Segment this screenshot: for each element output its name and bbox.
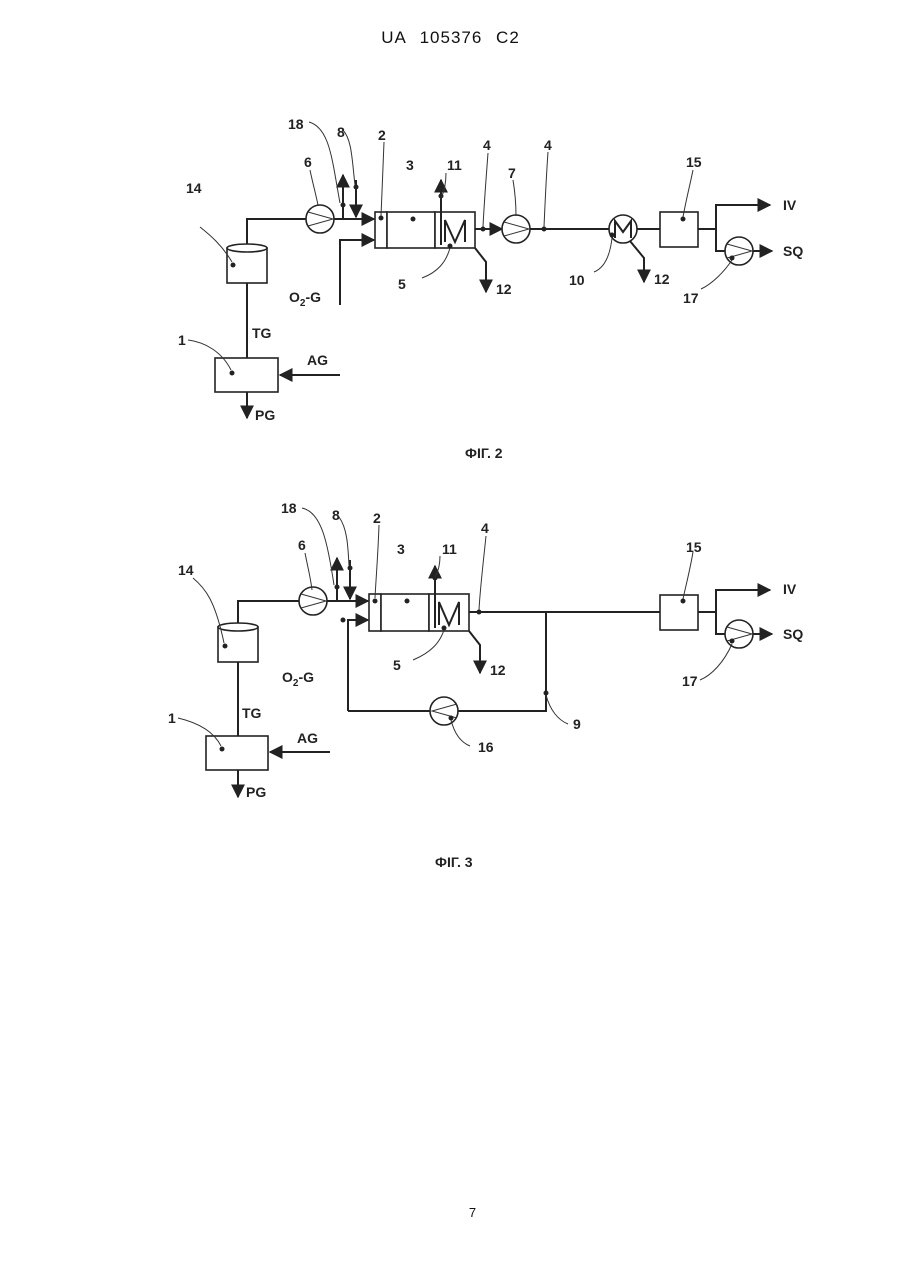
unit-1 [206, 736, 268, 770]
reactor-2-3 [375, 212, 475, 249]
label-12: 12 [490, 662, 506, 678]
label-sq: SQ [783, 626, 803, 642]
pump-17 [725, 620, 753, 648]
label-sq: SQ [783, 243, 803, 259]
label-pg: PG [255, 407, 275, 423]
separator-15 [660, 595, 698, 630]
label-11: 11 [442, 541, 457, 557]
label-11: 11 [447, 157, 462, 173]
page-number: 7 [0, 1205, 901, 1220]
label-o2g: O2-G [282, 669, 314, 689]
label-1: 1 [178, 332, 186, 348]
label-3: 3 [397, 541, 405, 557]
pump-16 [430, 697, 458, 725]
label-iv: IV [783, 197, 797, 213]
separator-15 [660, 212, 698, 247]
label-18: 18 [281, 500, 297, 516]
label-14: 14 [186, 180, 202, 196]
label-ag: AG [307, 352, 328, 368]
unit-1 [215, 358, 278, 392]
label-17: 17 [683, 290, 699, 306]
label-7: 7 [508, 165, 516, 181]
figure-2: 18 8 2 4 4 6 3 11 7 15 14 IV SQ 5 10 12 … [178, 116, 803, 461]
compressor-10 [609, 215, 637, 243]
pump-6 [299, 587, 327, 615]
label-2: 2 [378, 127, 386, 143]
figure-3: 18 8 2 4 6 3 11 15 14 IV SQ 5 12 17 O2-G… [168, 500, 803, 870]
label-6: 6 [304, 154, 312, 170]
label-5: 5 [398, 276, 406, 292]
label-6: 6 [298, 537, 306, 553]
label-pg: PG [246, 784, 266, 800]
label-8: 8 [337, 124, 345, 140]
label-10: 10 [569, 272, 585, 288]
label-2: 2 [373, 510, 381, 526]
label-4b: 4 [544, 137, 552, 153]
label-o2g: O2-G [289, 289, 321, 309]
label-12b: 12 [654, 271, 670, 287]
label-8: 8 [332, 507, 340, 523]
label-tg: TG [242, 705, 262, 721]
label-4a: 4 [483, 137, 491, 153]
label-tg: TG [252, 325, 272, 341]
label-15: 15 [686, 539, 702, 555]
label-iv: IV [783, 581, 797, 597]
label-4: 4 [481, 520, 489, 536]
label-5: 5 [393, 657, 401, 673]
pump-17 [725, 237, 753, 265]
reactor-2-3 [369, 594, 469, 631]
label-14: 14 [178, 562, 194, 578]
label-16: 16 [478, 739, 494, 755]
tank-14 [227, 244, 267, 283]
label-3: 3 [406, 157, 414, 173]
pump-6 [306, 205, 334, 233]
label-18: 18 [288, 116, 304, 132]
label-12a: 12 [496, 281, 512, 297]
figure-3-caption: ФІГ. 3 [435, 854, 473, 870]
label-ag: AG [297, 730, 318, 746]
label-17: 17 [682, 673, 698, 689]
label-15: 15 [686, 154, 702, 170]
figure-2-caption: ФІГ. 2 [465, 445, 503, 461]
pump-7 [502, 215, 530, 243]
label-9: 9 [573, 716, 581, 732]
label-1: 1 [168, 710, 176, 726]
